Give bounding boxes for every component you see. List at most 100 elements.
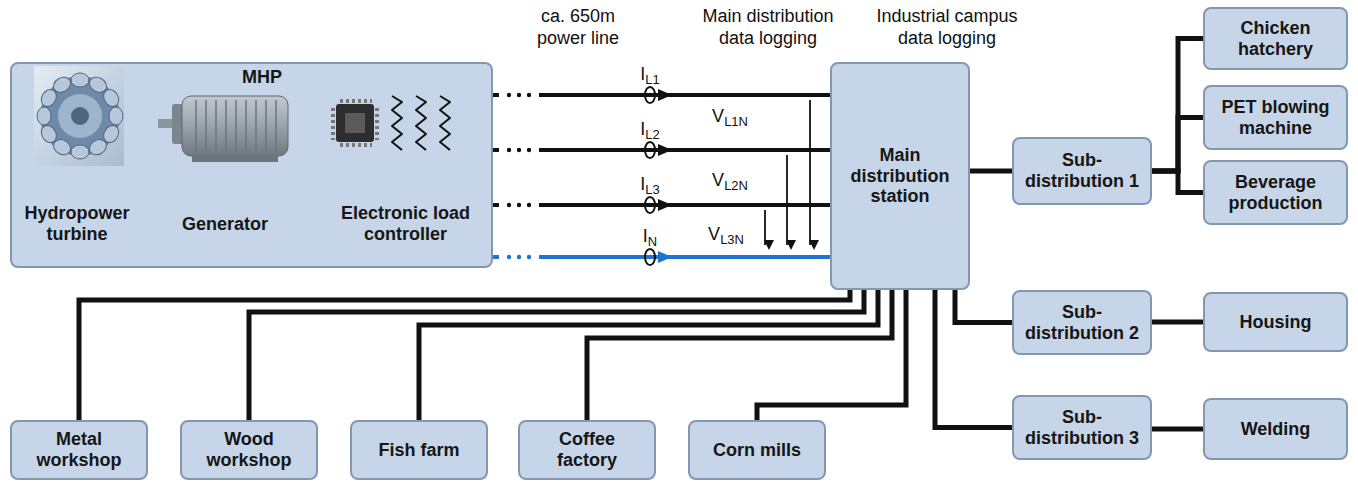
turbine-illustration <box>40 76 120 156</box>
component-label: Hydropower turbine <box>12 203 142 244</box>
current-signal: IL2 <box>630 119 670 141</box>
generator-illustration <box>196 100 276 152</box>
subscript: L1 <box>645 72 659 87</box>
generator-illustration <box>255 100 257 152</box>
current-clamp-symbol <box>645 87 655 103</box>
distribution-line <box>1152 118 1203 172</box>
distribution-line <box>249 290 864 420</box>
generator-illustration <box>245 100 247 152</box>
box-label: Housing <box>1240 312 1312 333</box>
generator-illustration <box>275 100 277 152</box>
subscript: N <box>648 234 657 249</box>
resistor-symbol <box>392 96 402 150</box>
logging-point-label: Industrial campus data logging <box>862 6 1032 49</box>
turbine-illustration <box>38 123 59 146</box>
distribution-line <box>1152 427 1203 432</box>
turbine-illustration <box>87 137 110 158</box>
subscript: L2 <box>645 127 659 142</box>
controller-chip <box>331 108 335 140</box>
subscript: L3N <box>720 232 744 247</box>
generator-illustration <box>182 96 288 156</box>
line-break-dots <box>527 148 531 152</box>
resistor-symbol <box>440 96 450 150</box>
turbine-illustration <box>109 107 123 125</box>
consumer-box: PET blowing machine <box>1203 85 1348 150</box>
box-label: Welding <box>1241 419 1311 440</box>
sub-distribution-box: Sub- distribution 3 <box>1012 395 1152 460</box>
box-label: Metal workshop <box>22 429 136 470</box>
turbine-illustration <box>101 87 122 110</box>
controller-chip <box>340 143 372 147</box>
current-signal: IL1 <box>630 64 670 86</box>
power-line <box>493 203 830 207</box>
current-signal: IL3 <box>630 174 670 196</box>
current-signal: IN <box>630 226 670 248</box>
line-break-dots <box>507 203 511 207</box>
distribution-line <box>935 290 1012 428</box>
power-line <box>493 93 830 97</box>
distribution-line <box>419 290 878 420</box>
component-label: Generator <box>165 214 285 235</box>
distribution-line <box>1152 39 1203 172</box>
line-break-dots <box>507 148 511 152</box>
generator-illustration <box>158 96 288 162</box>
line-break-dots <box>499 251 539 263</box>
generator-illustration <box>195 100 197 152</box>
sub-distribution-box: Sub- distribution 1 <box>1012 137 1152 205</box>
resistor-symbol <box>416 96 426 150</box>
mhp-housing: MHP Hydropower turbine Generator Electronic… <box>10 62 493 268</box>
line-break-dots <box>499 89 539 263</box>
turbine-illustration <box>34 66 124 166</box>
system-title: MHP <box>210 67 314 88</box>
turbine-illustration <box>51 74 74 95</box>
sub-distribution-box: Sub- distribution 2 <box>1012 290 1152 355</box>
turbine-illustration <box>37 73 123 159</box>
voltage-arrow <box>764 210 766 245</box>
turbine-illustration <box>37 107 51 125</box>
box-label: Wood workshop <box>192 429 306 470</box>
box-label: Fish farm <box>378 440 459 461</box>
current-clamp-symbol <box>645 197 655 213</box>
line-break-dots <box>517 255 521 259</box>
turbine-illustration <box>71 73 89 87</box>
consumer-box: Chicken hatchery <box>1203 7 1348 70</box>
distribution-station: Main distribution station <box>830 62 970 290</box>
line-length-note: ca. 650m power line <box>528 6 628 49</box>
line-break-dots <box>517 203 521 207</box>
voltage-arrow <box>809 100 811 245</box>
generator-illustration <box>192 154 278 162</box>
line-break-dots <box>507 93 511 97</box>
component-label: Electronic load controller <box>328 203 483 244</box>
consumer-box: Fish farm <box>350 420 488 480</box>
line-break-dots <box>517 93 521 97</box>
consumer-box: Beverage production <box>1203 160 1348 225</box>
controller-chip <box>345 113 365 133</box>
voltage-signal: VL3N <box>698 224 754 246</box>
distribution-line <box>955 290 1012 323</box>
consumer-box: Corn mills <box>688 420 826 480</box>
line-break-dots <box>499 89 539 101</box>
voltage-signal: VL2N <box>702 170 758 192</box>
turbine-illustration <box>58 94 102 138</box>
generator-illustration <box>215 100 217 152</box>
controller-chip <box>336 104 374 142</box>
generator-illustration <box>158 119 174 128</box>
box-label: Sub- distribution 2 <box>1022 302 1142 343</box>
controller-chip <box>333 101 377 145</box>
generator-illustration <box>235 100 237 152</box>
line-break-dots <box>499 144 539 156</box>
consumer-box: Coffee factory <box>518 420 656 480</box>
voltage-signal: VL1N <box>702 106 758 128</box>
consumer-box: Housing <box>1203 292 1348 352</box>
distribution-line <box>970 169 1012 174</box>
subscript: L3 <box>645 182 659 197</box>
line-break-dots <box>527 93 531 97</box>
distribution-line <box>587 290 892 420</box>
neutral-line <box>493 255 830 259</box>
box-label: Corn mills <box>713 440 801 461</box>
subscript: L1N <box>724 114 748 129</box>
line-break-dots <box>499 199 539 211</box>
box-label: PET blowing machine <box>1215 97 1336 138</box>
current-clamp-symbol <box>645 249 655 265</box>
